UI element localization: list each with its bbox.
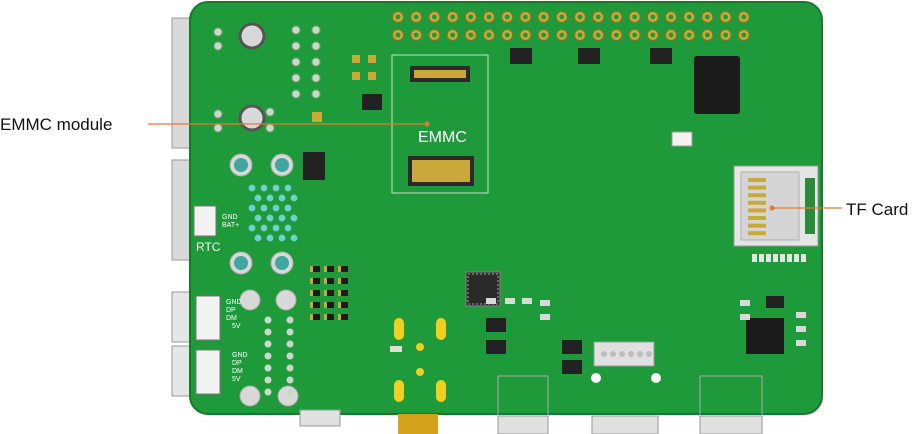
small-ic-group xyxy=(303,48,740,180)
rtc-pin-label-2: BAT+ xyxy=(222,222,239,229)
audio-pad-group xyxy=(390,318,446,434)
emmc-module: EMMC xyxy=(391,54,489,194)
usb-bottom-pin-2: DP xyxy=(232,360,242,367)
rtc-connector xyxy=(193,205,217,237)
usb-top-pin-1: GND xyxy=(226,299,242,306)
capacitor-group xyxy=(229,153,299,407)
usb-bottom-pin-3: DM xyxy=(232,368,243,375)
tf-card-pins xyxy=(748,178,766,236)
usb-bottom-pin-1: GND xyxy=(232,352,248,359)
tf-card-label: TF Card xyxy=(846,200,909,219)
gpio-header xyxy=(392,11,750,41)
via-grid xyxy=(248,184,298,242)
pin-strip xyxy=(264,316,294,396)
emmc-callout-dot xyxy=(424,121,430,127)
usb-bottom-pin-labels: GND DP DM 5V xyxy=(232,352,248,383)
rtc-silk-label: RTC xyxy=(196,240,221,254)
resistor-array xyxy=(310,266,348,320)
left-pad-array xyxy=(213,25,321,133)
usb-connector-top xyxy=(195,295,221,341)
emmc-silk-label: EMMC xyxy=(418,129,467,146)
bottom-connector-group xyxy=(299,341,763,434)
usb-top-pin-labels: GND DP DM 5V xyxy=(226,299,242,330)
jack-circle-top xyxy=(238,22,266,50)
center-chip-group xyxy=(465,271,784,374)
misc-pad-group xyxy=(486,254,806,357)
usb-top-pin-2: DP xyxy=(226,307,236,314)
jack-circle-mid xyxy=(238,104,266,132)
rtc-pin-label-1: GND xyxy=(222,214,238,221)
usb-bottom-pin-4: 5V xyxy=(232,376,241,383)
usb-connector-bottom xyxy=(195,349,221,395)
tf-card-slot xyxy=(733,165,819,247)
usb-top-pin-4: 5V xyxy=(232,323,241,330)
tf-card-callout-dot xyxy=(769,205,775,211)
usb-top-pin-3: DM xyxy=(226,315,237,322)
emmc-module-label: EMMC module xyxy=(0,115,113,134)
